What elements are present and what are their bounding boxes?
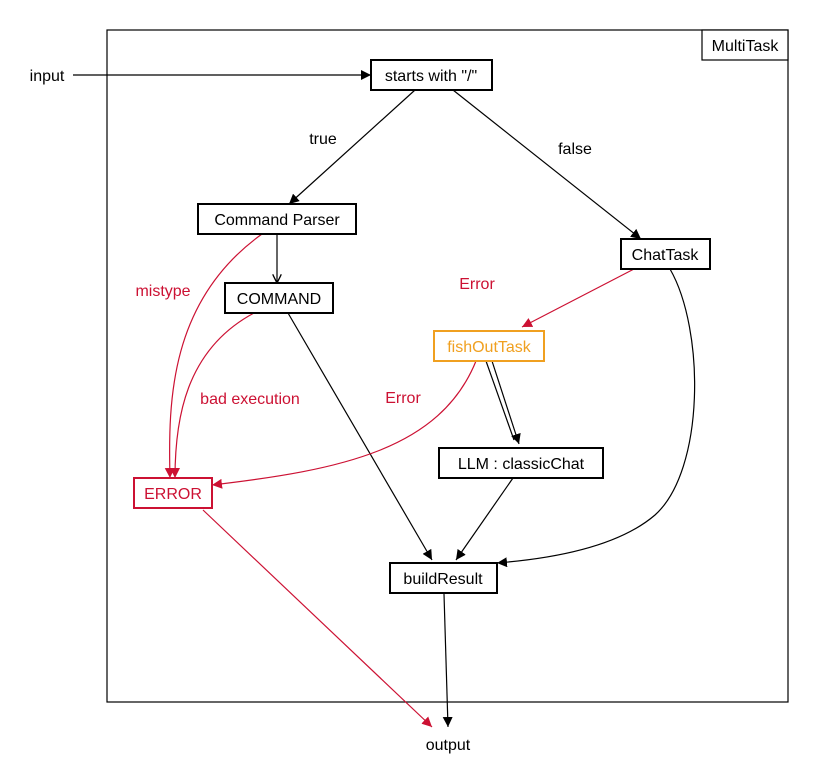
node-fishouttask-label: fishOutTask <box>447 339 532 356</box>
label-error-chattask: Error <box>459 276 495 293</box>
edge-starts-to-parser <box>288 89 416 205</box>
edge-build-to-output <box>442 593 453 728</box>
node-command-label: COMMAND <box>237 291 321 308</box>
edge-fish-to-llm-a <box>485 360 515 441</box>
multitask-label-box <box>701 29 789 61</box>
edge-llm-to-build <box>455 477 514 561</box>
edge-chattask-error-fish <box>521 268 635 328</box>
edge-chattask-to-build <box>496 268 696 568</box>
node-starts-with-label: starts with "/" <box>385 68 477 85</box>
label-true: true <box>309 131 337 148</box>
output-label: output <box>426 737 471 754</box>
edge-error-to-output <box>202 509 433 728</box>
node-chattask-label: ChatTask <box>632 247 700 264</box>
edge-fish-error-error <box>211 360 477 489</box>
node-starts-with: starts with "/" <box>370 59 493 91</box>
edge-command-badexec-error <box>170 312 255 479</box>
node-build-result: buildResult <box>389 562 498 594</box>
node-llm-label: LLM : classicChat <box>458 456 585 473</box>
edge-fish-to-llm-b <box>491 360 521 445</box>
label-false: false <box>558 141 592 158</box>
label-error-fishout: Error <box>385 390 421 407</box>
multitask-frame <box>106 29 789 703</box>
node-command: COMMAND <box>224 282 334 314</box>
node-error-label: ERROR <box>144 486 202 503</box>
node-command-parser: Command Parser <box>197 203 357 235</box>
label-bad-execution: bad execution <box>200 391 300 408</box>
edge-starts-to-chattask <box>452 89 642 240</box>
node-build-result-label: buildResult <box>403 571 483 588</box>
node-fishouttask: fishOutTask <box>433 330 545 362</box>
multitask-label: MultiTask <box>712 38 780 55</box>
edge-command-to-build <box>287 312 433 561</box>
edge-parser-mistype-error <box>164 233 263 479</box>
input-label: input <box>30 68 65 85</box>
label-mistype: mistype <box>135 283 190 300</box>
node-llm: LLM : classicChat <box>438 447 604 479</box>
node-error: ERROR <box>133 477 213 509</box>
node-command-parser-label: Command Parser <box>214 212 340 229</box>
node-chattask: ChatTask <box>620 238 711 270</box>
